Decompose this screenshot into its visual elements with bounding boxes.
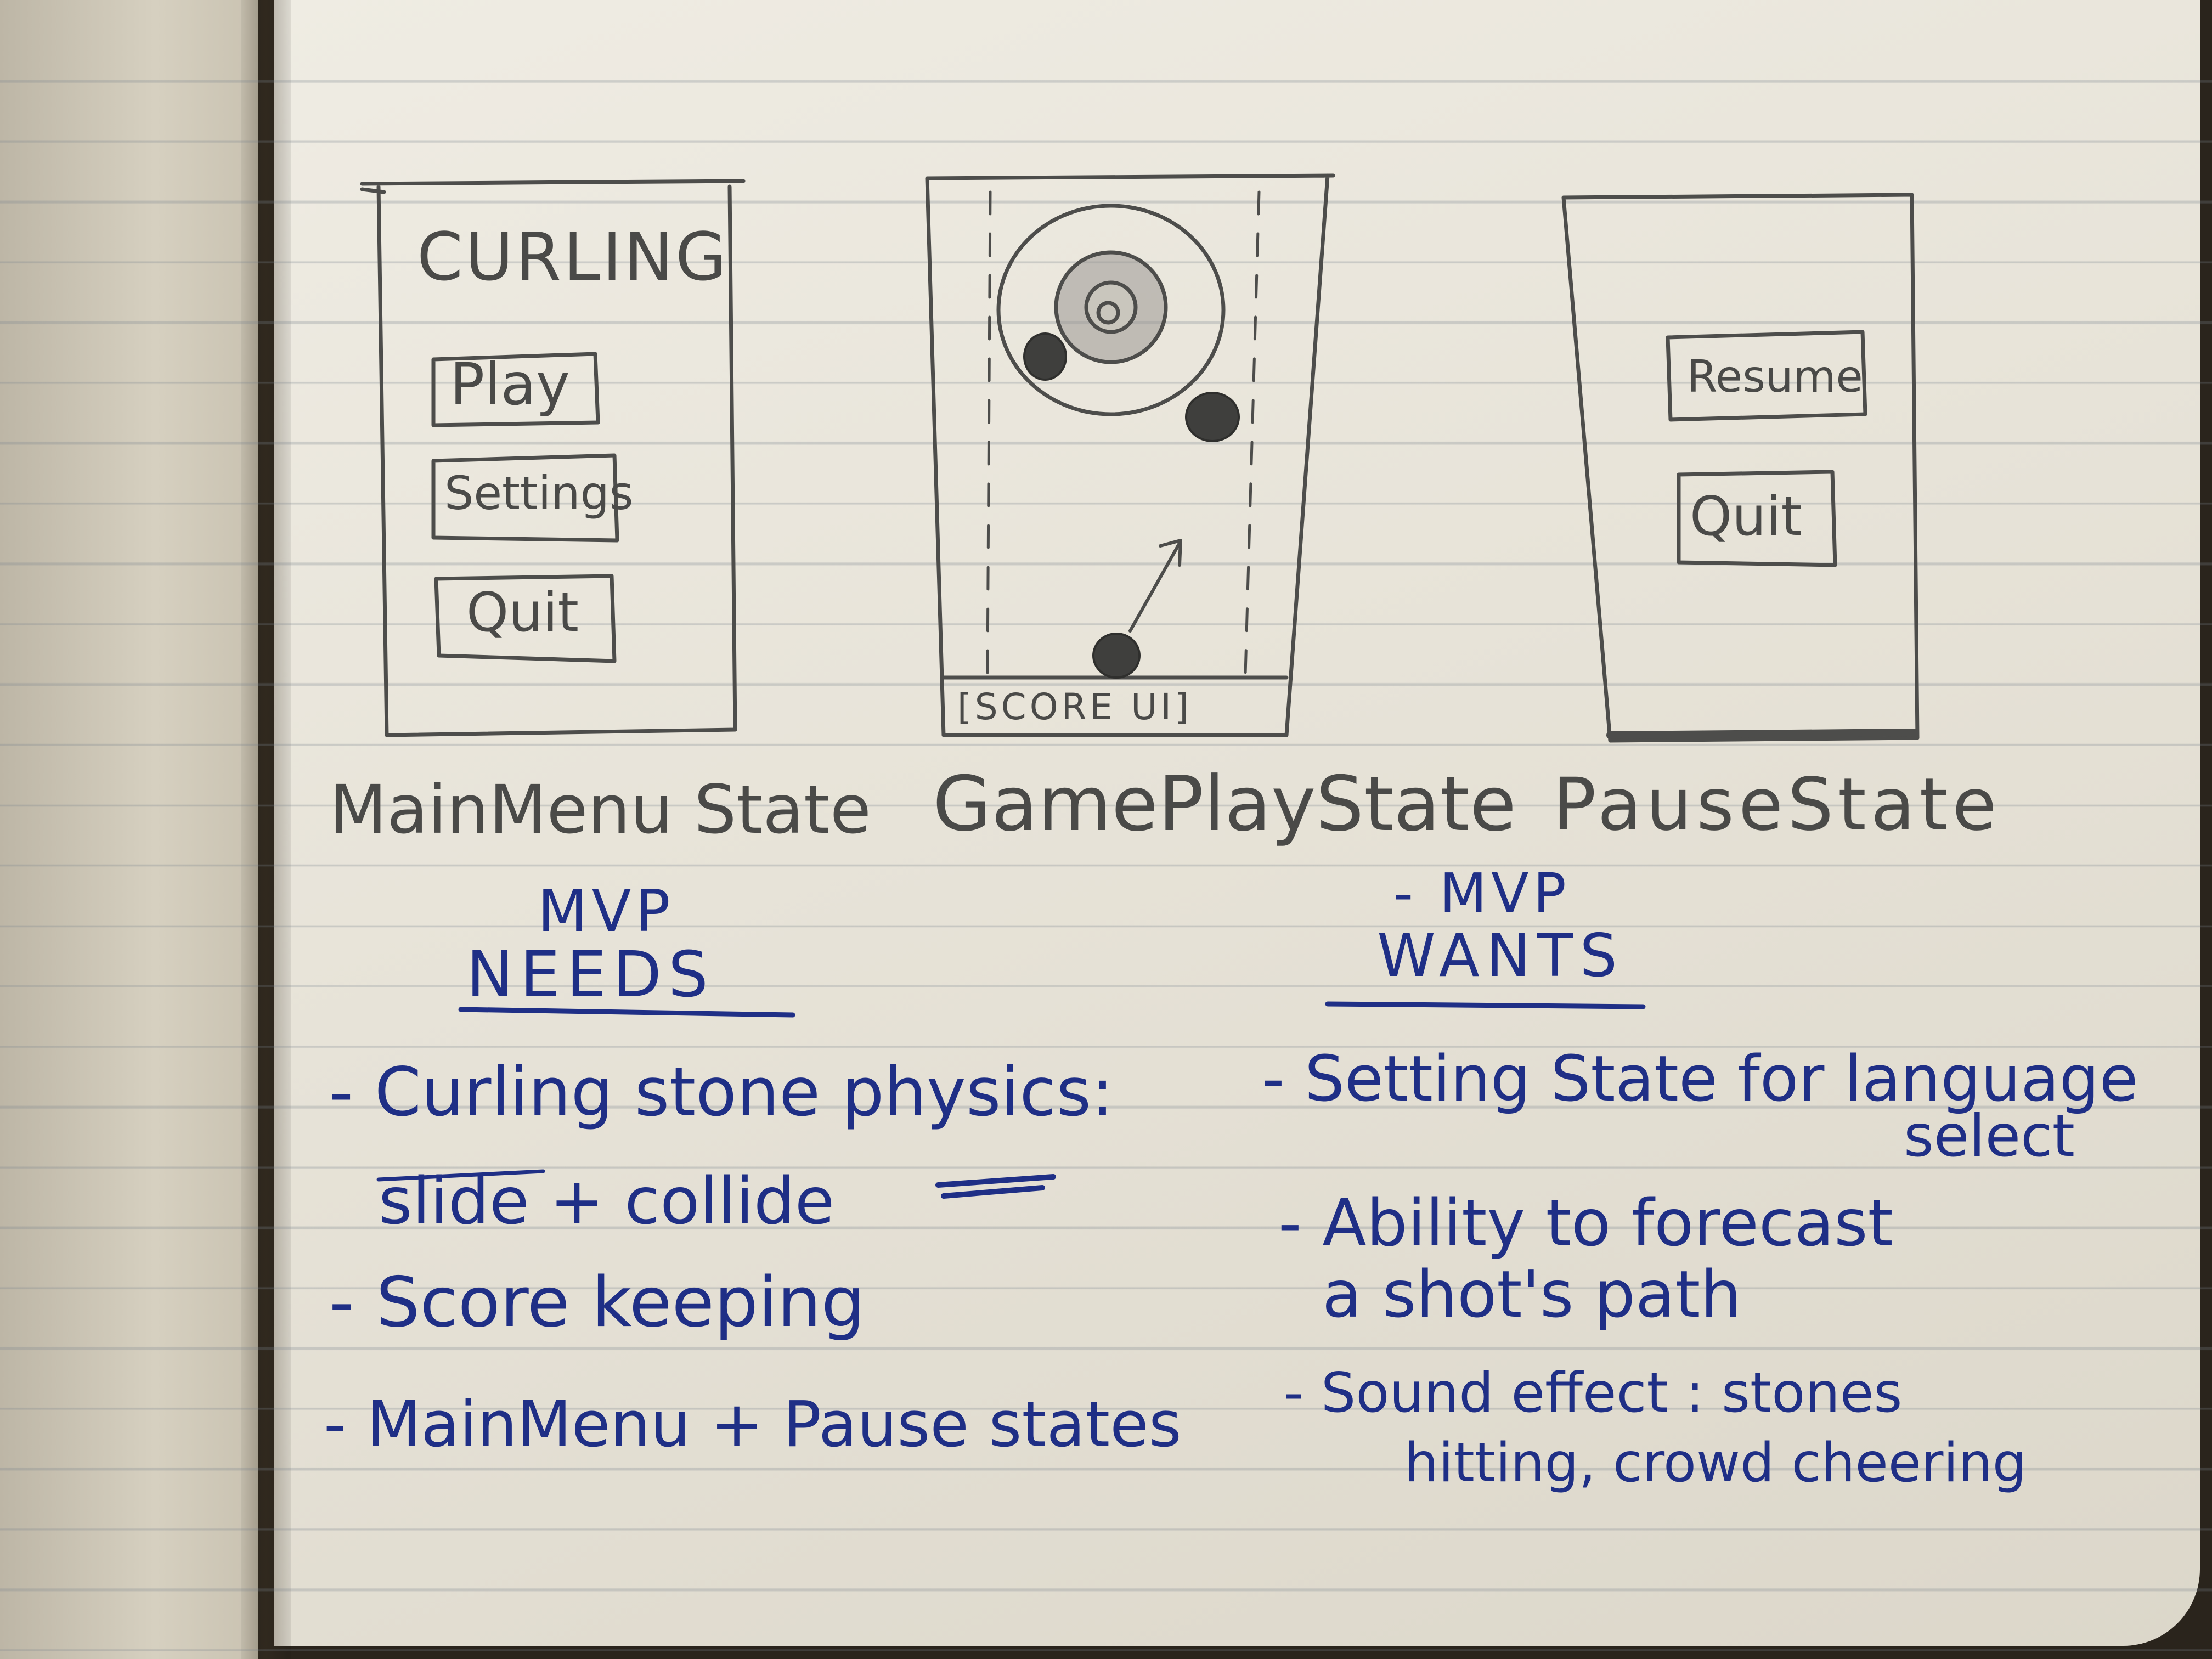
- needs-item-states: - MainMenu + Pause states: [324, 1388, 1182, 1462]
- quit-button-box: [434, 574, 617, 663]
- wants-item-sound-detail: hitting, crowd cheering: [1404, 1432, 2027, 1494]
- lane-line-left: [986, 190, 992, 676]
- house-outer-ring: [996, 204, 1226, 416]
- quit-label: Quit: [466, 582, 579, 644]
- main-menu-frame: [360, 179, 746, 737]
- curling-stone-1: [1023, 332, 1067, 381]
- curling-stone-3: [1092, 633, 1141, 679]
- pause-quit-label: Quit: [1690, 486, 1802, 548]
- main-menu-title: CURLING: [417, 219, 729, 296]
- right-notebook-page: [274, 0, 2200, 1646]
- needs-item-score: - Score keeping: [329, 1262, 865, 1342]
- wants-item-sound: - Sound effect : stones: [1284, 1361, 1903, 1425]
- pause-frame: [1561, 193, 1920, 743]
- wants-item-forecast: - Ability to forecast: [1278, 1185, 1893, 1261]
- gameplay-frame: [925, 173, 1335, 737]
- needs-item-physics-detail: slide + collide: [379, 1163, 835, 1239]
- wants-heading: WANTS: [1377, 922, 1624, 990]
- settings-button-box: [431, 453, 619, 543]
- gameplay-caption: GamePlayState: [933, 760, 1516, 848]
- score-ui-label: [SCORE UI]: [957, 686, 1192, 728]
- play-label: Play: [450, 351, 570, 418]
- pause-quit-button-box: [1677, 470, 1837, 567]
- notebook-binding: [241, 0, 291, 1659]
- pause-caption: PauseState: [1553, 763, 2001, 847]
- curling-stone-2: [1185, 392, 1240, 442]
- left-notebook-page: [0, 0, 258, 1659]
- strikethrough-end: [935, 1174, 1056, 1199]
- settings-label: Settings: [444, 466, 634, 520]
- strikethrough-move: [376, 1169, 545, 1182]
- resume-label: Resume: [1687, 351, 1863, 402]
- needs-underline: [458, 1007, 795, 1018]
- aim-arrow: [1128, 539, 1182, 633]
- wants-item-language-detail: select: [1904, 1103, 2075, 1170]
- lane-line-right: [1244, 190, 1261, 676]
- house-inner-ring: [1084, 280, 1138, 334]
- needs-item-physics: - Curling stone physics:: [329, 1053, 1114, 1131]
- resume-button-box: [1666, 330, 1867, 422]
- wants-underline: [1325, 1001, 1646, 1009]
- main-menu-caption: MainMenu State: [329, 771, 871, 849]
- needs-heading: NEEDS: [466, 938, 715, 1012]
- play-button-box: [431, 352, 600, 427]
- button-center: [1096, 301, 1120, 325]
- wants-heading-mvp: - MVP: [1393, 861, 1571, 926]
- needs-heading-mvp: MVP: [538, 878, 675, 945]
- wants-item-forecast-detail: a shot's path: [1322, 1256, 1742, 1332]
- wants-item-language: - Setting State for language: [1262, 1042, 2138, 1116]
